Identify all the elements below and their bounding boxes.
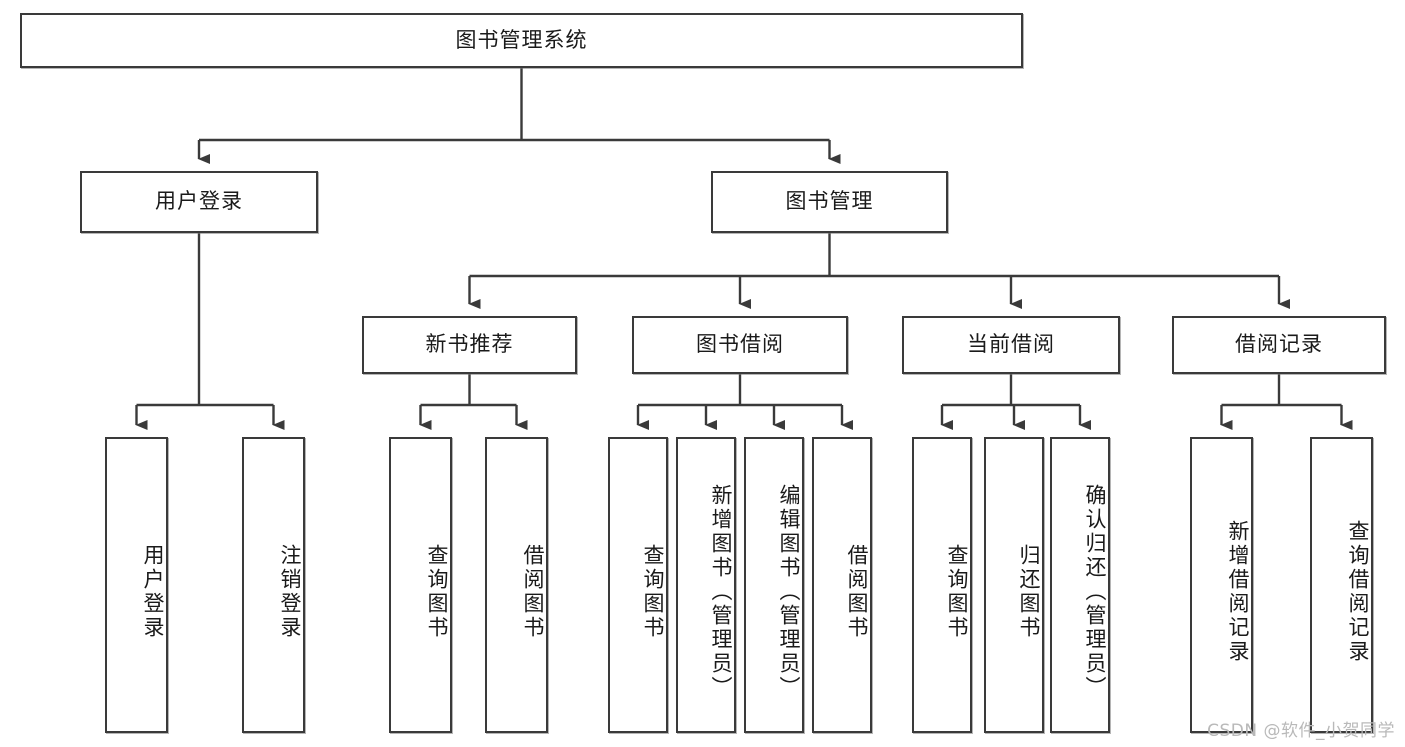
node-borrow-record[interactable]: 借阅记录 [1172, 316, 1386, 374]
node-label: 归还图书 [1017, 544, 1041, 640]
node-label: 图书借阅 [696, 332, 784, 357]
node-book-manage[interactable]: 图书管理 [711, 171, 948, 233]
csdn-watermark: CSDN @软件_小贺同学 [1207, 721, 1395, 741]
node-leaf-borrow-book-rec[interactable]: 借阅图书 [485, 437, 548, 733]
node-leaf-add-book[interactable]: 新增图书（管理员） [676, 437, 736, 733]
node-label: 新增图书（管理员） [709, 484, 733, 700]
node-label: 查询图书 [945, 544, 969, 640]
node-label: 图书管理 [785, 189, 874, 214]
node-label: 用户登录 [141, 544, 165, 640]
node-label: 编辑图书（管理员） [777, 484, 801, 700]
node-leaf-edit-book[interactable]: 编辑图书（管理员） [744, 437, 804, 733]
node-leaf-user-login[interactable]: 用户登录 [105, 437, 168, 733]
node-label: 新增借阅记录 [1226, 520, 1250, 664]
node-leaf-borrow-book[interactable]: 借阅图书 [812, 437, 872, 733]
node-book-borrow[interactable]: 图书借阅 [632, 316, 848, 374]
node-label: 借阅图书 [521, 544, 545, 640]
node-label: 借阅图书 [845, 544, 869, 640]
node-label: 查询图书 [641, 544, 665, 640]
node-leaf-confirm-return[interactable]: 确认归还（管理员） [1050, 437, 1110, 733]
node-label: 当前借阅 [967, 332, 1055, 357]
node-label: 新书推荐 [425, 332, 514, 357]
node-user-login[interactable]: 用户登录 [80, 171, 318, 233]
node-new-book-recommend[interactable]: 新书推荐 [362, 316, 577, 374]
node-label: 借阅记录 [1235, 332, 1323, 357]
node-root[interactable]: 图书管理系统 [20, 13, 1023, 68]
node-label: 确认归还（管理员） [1083, 484, 1107, 700]
node-label: 注销登录 [278, 544, 302, 640]
node-label: 查询图书 [425, 544, 449, 640]
node-label: 用户登录 [155, 189, 243, 214]
node-leaf-query-borrow-record[interactable]: 查询借阅记录 [1310, 437, 1373, 733]
node-leaf-query-book-borrow[interactable]: 查询图书 [608, 437, 668, 733]
node-leaf-query-book-rec[interactable]: 查询图书 [389, 437, 452, 733]
node-leaf-query-book-current[interactable]: 查询图书 [912, 437, 972, 733]
node-leaf-add-borrow-record[interactable]: 新增借阅记录 [1190, 437, 1253, 733]
node-current-borrow[interactable]: 当前借阅 [902, 316, 1120, 374]
node-label: 图书管理系统 [455, 27, 588, 52]
node-leaf-logout[interactable]: 注销登录 [242, 437, 305, 733]
node-leaf-return-book[interactable]: 归还图书 [984, 437, 1044, 733]
node-label: 查询借阅记录 [1346, 520, 1370, 664]
